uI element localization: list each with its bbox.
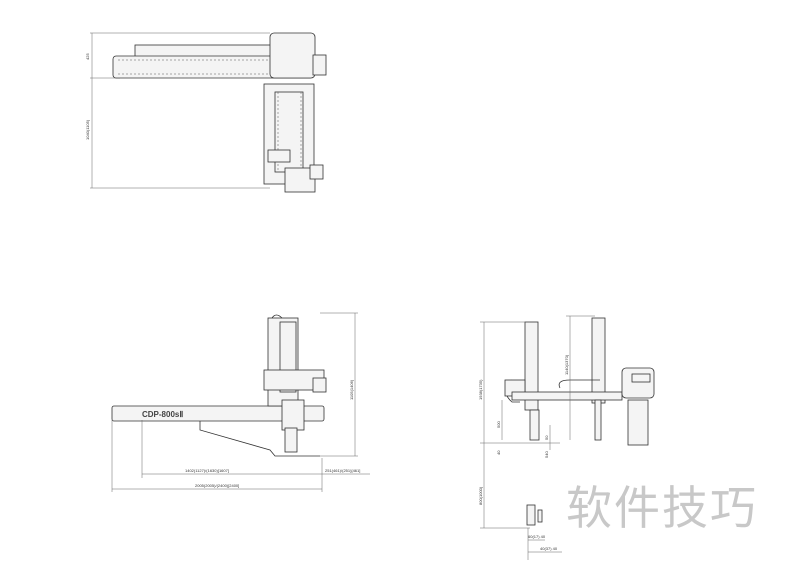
side-view: 1938(1735) 800(1000) 1140(1370) 500 40 5… xyxy=(478,315,655,560)
side-dim-40: 40 xyxy=(496,450,501,455)
side-dim-stroke: 800(1000) xyxy=(478,486,483,505)
side-dim-50: 50 xyxy=(544,435,549,440)
side-dim-gripper2: 40(37) 40 xyxy=(540,546,558,551)
front-dim-overall: 2005(2005)/(2400)[2400] xyxy=(195,483,239,488)
top-view: 425 1040(1105) xyxy=(85,32,327,193)
brand-label: CDP-800sⅡ xyxy=(142,410,183,419)
side-dim-arm-height: 1140(1370) xyxy=(564,354,569,375)
front-dim-offset: 251(461)/(251)[461] xyxy=(325,468,360,473)
watermark: 软件技巧 xyxy=(566,481,758,535)
side-dim-gripper1: 60(17) 40 xyxy=(528,534,546,539)
top-dim-arm: 425 xyxy=(85,53,90,60)
side-dim-500: 500 xyxy=(496,421,501,428)
top-dim-height: 1040(1105) xyxy=(85,119,90,140)
side-dim-total-height: 1938(1735) xyxy=(478,379,483,400)
front-view: CDP-800sⅡ 1105(1406) 1402(1127)/(1630)[1… xyxy=(111,312,370,492)
front-dim-traverse: 1402(1127)/(1630)[1607] xyxy=(185,468,229,473)
side-dim-540: 540 xyxy=(544,451,549,458)
front-dim-height: 1105(1406) xyxy=(349,379,354,400)
